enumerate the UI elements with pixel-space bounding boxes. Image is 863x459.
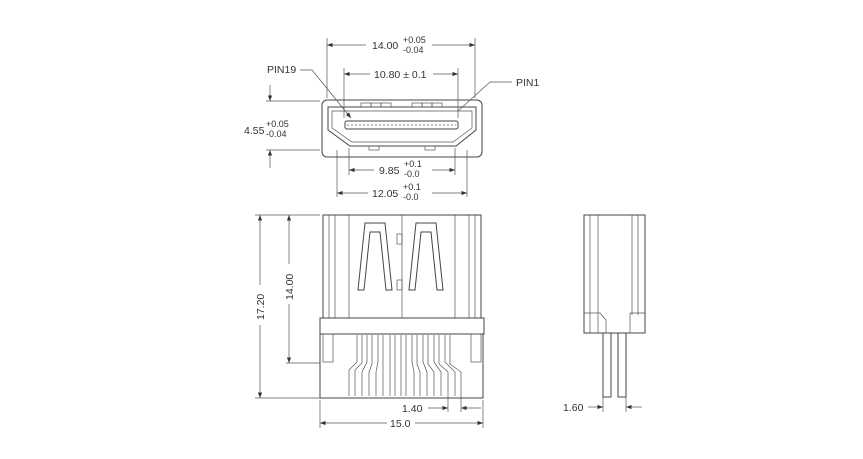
dim-bottom-outer: 12.05 [372, 188, 398, 200]
dim-pin-width: 10.80 ± 0.1 [374, 69, 427, 81]
dim-body-height: 14.00 [284, 274, 296, 300]
svg-text:+0.1: +0.1 [404, 159, 422, 169]
svg-text:-0.04: -0.04 [403, 45, 424, 55]
body-lower [319, 333, 484, 399]
receptacle-opening [327, 106, 477, 147]
svg-text:-0.0: -0.0 [404, 169, 420, 179]
latch-spring-right [408, 222, 444, 291]
dim-pin-pitch: 1.40 [402, 403, 423, 415]
svg-text:-0.04: -0.04 [266, 129, 287, 139]
side-leg [602, 332, 612, 398]
dim-outer-width: 14.00 [372, 40, 398, 52]
dim-leg-width: 1.60 [563, 402, 584, 414]
dim-total-height: 17.20 [255, 294, 267, 320]
front-view: 17.20 14.00 1.40 15.0 [255, 214, 485, 430]
pin-tongue [344, 120, 459, 130]
pin1-label: PIN1 [516, 77, 540, 89]
svg-text:-0.0: -0.0 [403, 192, 419, 202]
latch-spring-left [357, 222, 393, 291]
shell-outline [321, 99, 483, 158]
top-view: 14.00 +0.05 -0.04 10.80 ± 0.1 PIN19 PIN1… [244, 35, 540, 202]
body-band [319, 317, 485, 335]
side-body [583, 214, 646, 334]
svg-text:+0.1: +0.1 [403, 182, 421, 192]
side-leg [617, 332, 627, 398]
dim-total-width: 15.0 [390, 418, 411, 430]
svg-text:+0.05: +0.05 [403, 35, 426, 45]
pin19-label: PIN19 [267, 64, 296, 76]
svg-text:+0.05: +0.05 [266, 119, 289, 129]
dim-bottom-inner: 9.85 [379, 165, 400, 177]
pin-legs [348, 335, 462, 396]
side-view: 1.60 [563, 214, 646, 414]
dim-height: 4.55 [244, 125, 265, 137]
